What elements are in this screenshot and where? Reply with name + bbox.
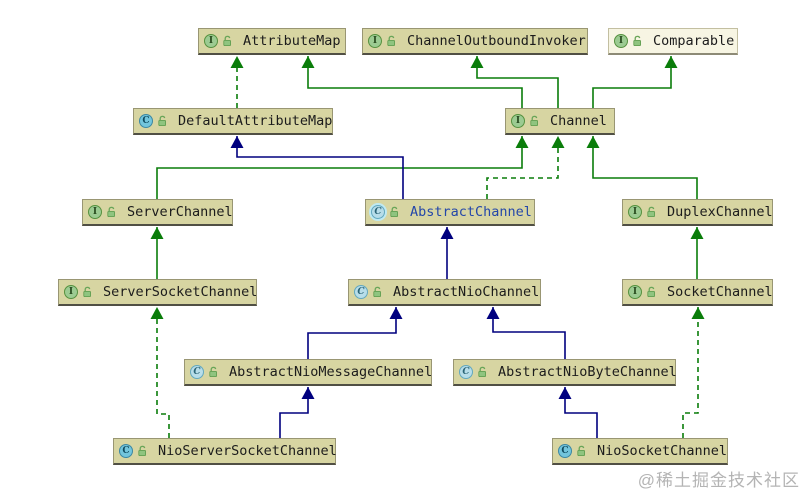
node-label: ServerSocketChannel [103,284,258,300]
node-label: DuplexChannel [667,204,773,220]
node-label: SocketChannel [667,284,773,300]
edge-nioServerSocketChannel-extends-abstractNioMessageChannel [279,387,315,438]
node-channel-outbound-invoker[interactable]: I ChannelOutboundInvoker [362,28,588,55]
interface-icon: I [614,34,628,48]
interface-icon: I [64,285,78,299]
node-server-channel[interactable]: I ServerChannel [82,199,233,226]
class-icon: C [119,444,133,458]
node-label: Comparable [653,33,735,49]
public-lock-icon [137,445,149,457]
node-default-attribute-map[interactable]: C DefaultAttributeMap [133,108,333,135]
node-attribute-map[interactable]: I AttributeMap [198,28,346,55]
edge-channel-extends-attributeMap [301,56,523,108]
node-label: NioSocketChannel [597,443,728,459]
node-comparable[interactable]: I Comparable [608,28,738,55]
node-duplex-channel[interactable]: I DuplexChannel [622,199,773,226]
edge-channel-extends-channelOutboundInvoker [470,56,559,108]
abstract-class-icon: C [190,365,204,379]
public-lock-icon [208,366,220,378]
public-lock-icon [632,35,644,47]
node-label: AbstractChannel [410,204,532,220]
interface-icon: I [628,285,642,299]
edge-abstractChannel-extends-defaultAttributeMap [230,136,404,199]
node-nio-server-socket-channel[interactable]: C NioServerSocketChannel [113,438,337,465]
node-label: Channel [550,113,607,129]
node-abstract-channel[interactable]: C AbstractChannel [365,199,535,226]
public-lock-icon [646,206,658,218]
public-lock-icon [646,286,658,298]
public-lock-icon [386,35,398,47]
interface-icon: I [511,114,525,128]
edge-abstractNioByteChannel-extends-abstractNioChannel [486,307,566,359]
edge-nioSocketChannel-extends-abstractNioByteChannel [558,387,598,438]
interface-icon: I [368,34,382,48]
public-lock-icon [222,35,234,47]
class-icon: C [139,114,153,128]
node-abstract-nio-byte-channel[interactable]: C AbstractNioByteChannel [453,359,677,386]
watermark: @稀土掘金技术社区 [637,471,800,490]
node-label: ServerChannel [127,204,233,220]
public-lock-icon [82,286,94,298]
public-lock-icon [157,115,169,127]
edge-abstractNioMessageChannel-extends-abstractNioChannel [307,307,403,359]
node-abstract-nio-channel[interactable]: C AbstractNioChannel [348,279,541,306]
interface-icon: I [88,205,102,219]
public-lock-icon [477,366,489,378]
abstract-class-icon: C [459,365,473,379]
public-lock-icon [106,206,118,218]
abstract-class-icon: C [371,205,385,219]
public-lock-icon [576,445,588,457]
edge-duplexChannel-extends-channel [586,136,698,199]
edge-serverChannel-extends-channel [156,136,529,199]
node-channel[interactable]: I Channel [505,108,615,135]
edge-nioSocketChannel-implements-socketChannel [682,307,705,438]
edge-nioServerSocketChannel-implements-serverSocketChannel [150,307,170,438]
node-label: DefaultAttributeMap [178,113,333,129]
node-label: ChannelOutboundInvoker [407,33,586,49]
interface-icon: I [204,34,218,48]
abstract-class-icon: C [354,285,368,299]
node-abstract-nio-message-channel[interactable]: C AbstractNioMessageChannel [184,359,432,386]
edge-channel-extends-comparable [592,56,678,108]
node-label: AbstractNioByteChannel [498,364,677,380]
class-icon: C [558,444,572,458]
node-server-socket-channel[interactable]: I ServerSocketChannel [58,279,257,306]
node-label: AbstractNioChannel [393,284,540,300]
edge-abstractChannel-implements-channel [486,136,565,199]
node-label: AbstractNioMessageChannel [229,364,433,380]
node-nio-socket-channel[interactable]: C NioSocketChannel [552,438,728,465]
node-label: AttributeMap [243,33,341,49]
node-label: NioServerSocketChannel [158,443,337,459]
node-socket-channel[interactable]: I SocketChannel [622,279,773,306]
public-lock-icon [372,286,384,298]
public-lock-icon [389,206,401,218]
public-lock-icon [529,115,541,127]
interface-icon: I [628,205,642,219]
